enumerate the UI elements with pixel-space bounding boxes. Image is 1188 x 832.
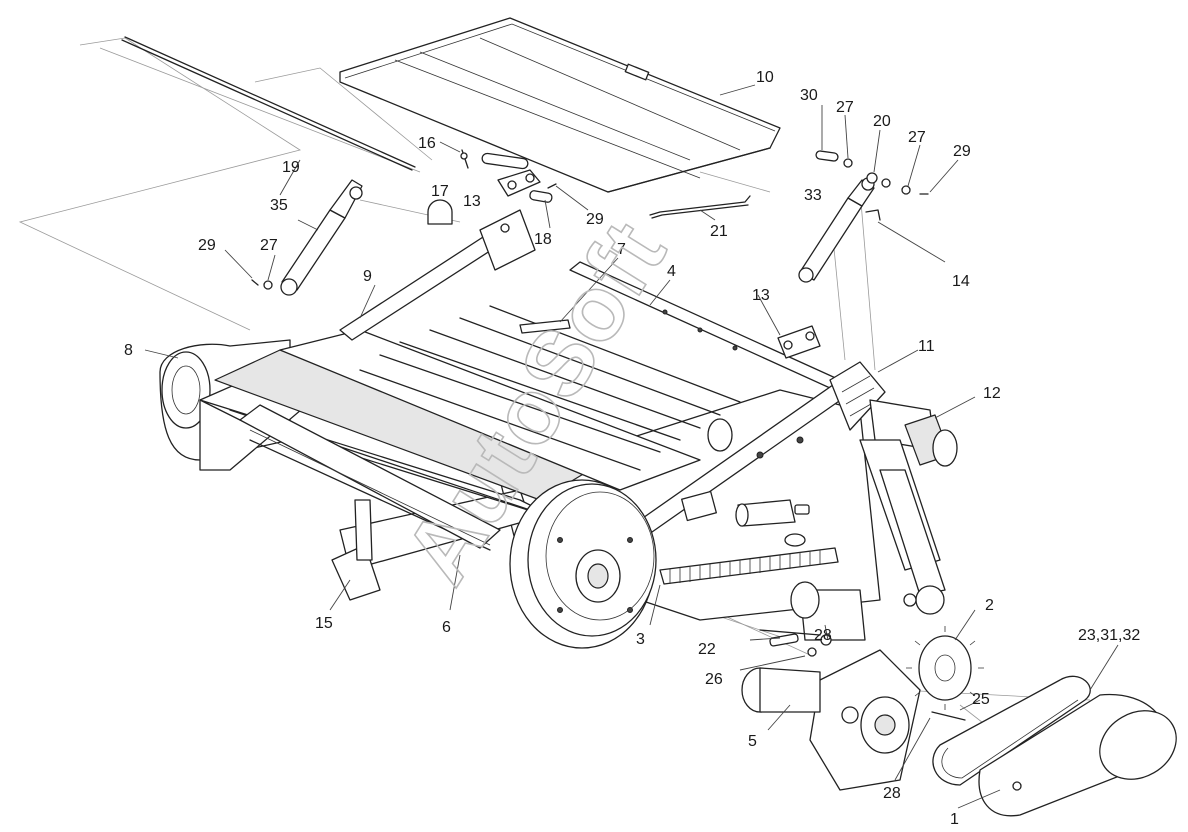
callout-25: 25: [972, 691, 990, 708]
callout-14: 14: [952, 273, 970, 290]
callout-10: 10: [756, 69, 774, 86]
cover-plate: [339, 17, 781, 193]
callout-1: 1: [950, 811, 959, 828]
callout-26: 26: [705, 671, 723, 688]
hydraulic-cylinder-33: [798, 150, 929, 283]
drive-pulley: [509, 479, 657, 649]
callout-13-left: 13: [463, 193, 481, 210]
leader-lines: [144, 84, 1119, 809]
callout-27-top: 27: [836, 99, 854, 116]
callout-22: 22: [698, 641, 716, 658]
callout-15: 15: [315, 615, 333, 632]
callout-29-top: 29: [586, 211, 604, 228]
callout-35: 35: [270, 197, 288, 214]
callout-labels: 1 2 3 4 5 6 7 8 9 10 11 12 13 13 14 15 1…: [124, 69, 1140, 828]
callout-19: 19: [282, 159, 300, 176]
callout-20: 20: [873, 113, 891, 130]
callout-21: 21: [710, 223, 728, 240]
rod-19: [121, 36, 416, 171]
callout-4: 4: [667, 263, 676, 280]
callout-28-mid: 28: [814, 627, 832, 644]
callout-8: 8: [124, 342, 133, 359]
gear-housing-5: [741, 649, 921, 791]
hydraulic-cylinder-35: [251, 179, 363, 296]
callout-16: 16: [418, 135, 436, 152]
callout-23-31-32: 23,31,32: [1078, 627, 1140, 644]
callout-9: 9: [363, 268, 372, 285]
callout-27-left: 27: [260, 237, 278, 254]
callout-11: 11: [918, 338, 935, 355]
callout-5: 5: [748, 733, 757, 750]
callout-18: 18: [534, 231, 552, 248]
callout-29-right: 29: [953, 143, 971, 160]
callout-13-right: 13: [752, 287, 770, 304]
callout-28-bottom: 28: [883, 785, 901, 802]
callout-27-right: 27: [908, 129, 926, 146]
callout-2: 2: [985, 597, 994, 614]
shaft-assembly: [735, 499, 866, 657]
callout-12: 12: [983, 385, 1001, 402]
callout-3: 3: [636, 631, 645, 648]
hinge-parts-top: [427, 149, 557, 225]
sprocket-2: [906, 626, 984, 721]
rod-21: [649, 195, 751, 219]
callout-6: 6: [442, 619, 451, 636]
callout-29-left: 29: [198, 237, 216, 254]
callout-17: 17: [431, 183, 449, 200]
belt-and-guard: [932, 675, 1177, 817]
tension-spring-3: [659, 547, 839, 585]
callout-30: 30: [800, 87, 818, 104]
callout-33: 33: [804, 187, 822, 204]
callout-7: 7: [617, 241, 626, 258]
